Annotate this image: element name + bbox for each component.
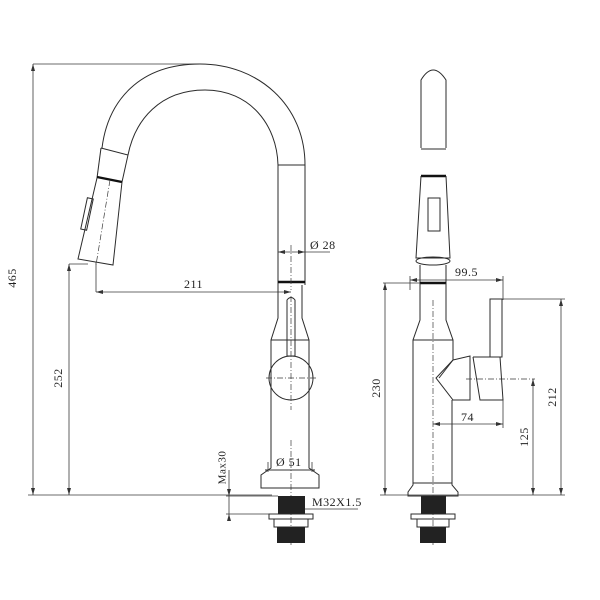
thread-spec-label: M32X1.5	[312, 495, 362, 509]
spout-reach-label: 211	[184, 277, 204, 291]
side-view	[380, 69, 565, 545]
spout-height-label: 252	[50, 368, 65, 388]
max-deck-thickness-label: Max30	[216, 450, 229, 485]
handle-axis-height-label: 125	[516, 427, 531, 447]
body-height-label: 230	[368, 378, 383, 398]
handle-height-label: 212	[544, 387, 559, 407]
overall-height-label: 465	[4, 268, 19, 288]
front-view	[28, 63, 358, 545]
base-diameter-label: Ø 51	[276, 455, 302, 469]
handle-reach-label: 74	[461, 410, 474, 424]
top-width-label: 99.5	[455, 265, 478, 279]
spout-diameter-label: Ø 28	[310, 238, 336, 252]
